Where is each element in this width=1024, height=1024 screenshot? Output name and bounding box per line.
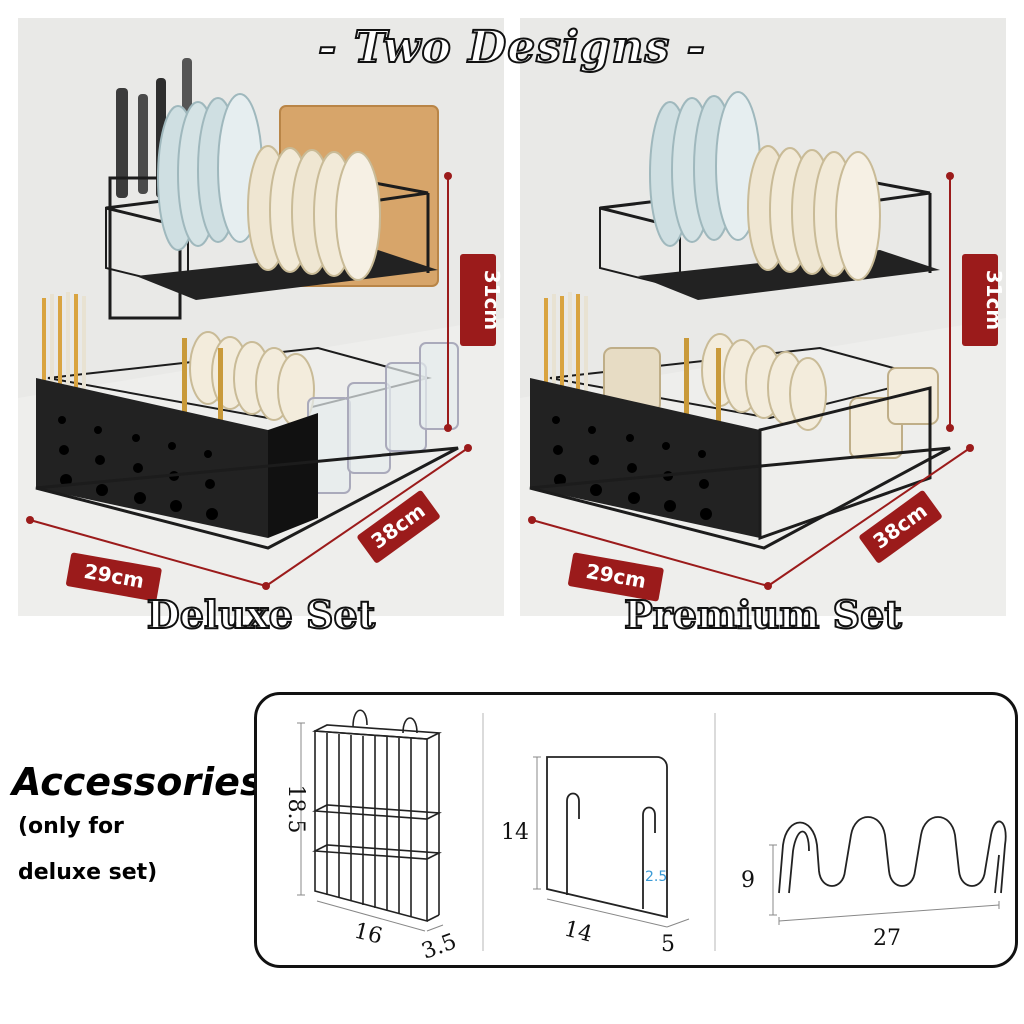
- board-holder-depth: 5: [661, 932, 675, 957]
- plate-icon: [157, 93, 263, 251]
- height-tag: 31cm: [460, 254, 504, 346]
- board-holder-gap: 2.5: [645, 869, 667, 885]
- cup-holder-width: 27: [873, 926, 901, 951]
- accessories-note-line1: (only for: [18, 814, 124, 839]
- height-tag: 31cm: [962, 254, 1006, 346]
- premium-set-photo: 31cm 38cm 29cm: [520, 18, 1006, 616]
- deluxe-rack-illustration: 31cm 38cm 29cm: [18, 18, 504, 616]
- deluxe-set-photo: 31cm 38cm 29cm: [18, 18, 504, 616]
- page-title: - Two Designs -: [317, 21, 706, 74]
- plate-icon: [747, 145, 881, 281]
- premium-set-label: Premium Set: [623, 591, 903, 638]
- plate-icon: [649, 91, 761, 247]
- knife-holder-drawing: [312, 709, 442, 923]
- accessories-diagram: 18.5 16 3.5 14 14 5 2.5: [283, 709, 1007, 965]
- board-holder-drawing: [546, 756, 668, 919]
- deluxe-set-label: Deluxe Set: [146, 591, 376, 638]
- chopsticks-icon: [42, 292, 86, 408]
- cup-holder-height: 9: [741, 868, 755, 893]
- chopsticks-icon: [544, 292, 588, 408]
- knife-holder-width: 16: [352, 919, 385, 950]
- width-tag: 29cm: [568, 552, 664, 602]
- board-holder-width: 14: [562, 917, 595, 948]
- accessories-title: Accessories:: [12, 760, 278, 804]
- plate-icon: [247, 145, 381, 281]
- width-tag: 29cm: [66, 552, 162, 602]
- bowl-icon: [189, 331, 315, 427]
- bowl-icon: [701, 333, 827, 431]
- premium-rack-illustration: 31cm 38cm 29cm: [520, 18, 1006, 616]
- height-label: 31cm: [480, 270, 504, 331]
- accessories-panel: 18.5 16 3.5 14 14 5 2.5: [254, 692, 1018, 968]
- knife-holder-height: 18.5: [283, 785, 308, 834]
- cup-icon: [603, 347, 939, 459]
- knife-holder-depth: 3.5: [419, 929, 460, 964]
- accessories-note-line2: deluxe set): [18, 860, 158, 885]
- cup-holder-drawing: [778, 816, 1007, 894]
- board-holder-height: 14: [501, 820, 529, 845]
- height-label: 31cm: [982, 270, 1006, 331]
